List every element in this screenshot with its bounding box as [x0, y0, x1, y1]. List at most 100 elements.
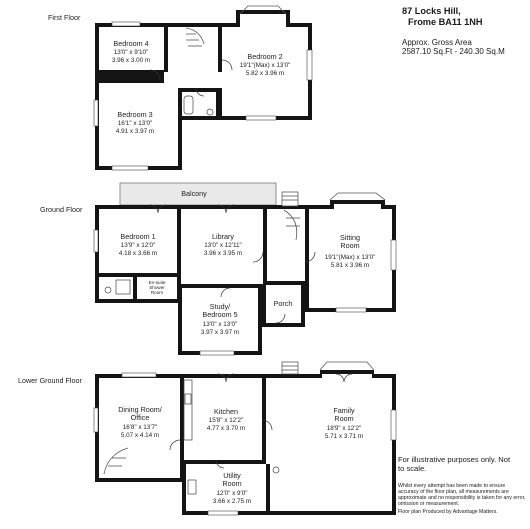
bedroom3-floor	[99, 83, 178, 166]
dining-dims: 16'8" x 13'7"	[123, 424, 158, 431]
bedroom3-window	[93, 99, 99, 127]
bedroom3-dims: 16'1" x 13'0"	[118, 120, 153, 127]
utility-sink	[187, 479, 197, 495]
library-door	[252, 251, 264, 263]
family-room-metric: 5.71 x 3.71 m	[325, 433, 363, 440]
family-room-bay-door	[335, 373, 353, 383]
address-line2: Frome BA11 1NH	[408, 17, 483, 27]
bedroom1-name: Bedroom 1	[120, 232, 155, 241]
first-floor-stairs	[185, 27, 205, 47]
bedroom3-name: Bedroom 3	[117, 110, 152, 119]
dining-metric: 5.07 x 4.14 m	[121, 432, 159, 439]
study-door	[220, 287, 231, 298]
lower-ground-floor-plan: Lower Ground Floor	[18, 361, 397, 516]
bedroom1-floor	[99, 209, 177, 273]
bedroom4-name: Bedroom 4	[113, 39, 148, 48]
bedroom4-dims: 13'0" x 9'10"	[114, 49, 149, 56]
first-floor-label: First Floor	[48, 13, 81, 22]
library-name: Library	[212, 232, 234, 241]
utility-name1: Utility	[223, 471, 241, 480]
study-name1: Study/	[210, 302, 230, 311]
porch-floor	[266, 285, 301, 323]
bedroom1-dims: 13'9" x 12'0"	[121, 242, 156, 249]
first-corridor-floor	[164, 72, 222, 88]
kitchen-hob	[184, 393, 192, 405]
dining-name1: Dining Room/	[118, 405, 162, 414]
utility-metric: 3.66 x 2.75 m	[213, 498, 251, 505]
utility-door	[215, 459, 225, 469]
first-floor-plan: First Floor Bedroom 4 13	[48, 5, 313, 171]
ensuite-line3: Room	[151, 290, 163, 295]
lower-ground-floor-label: Lower Ground Floor	[18, 376, 83, 385]
ensuite-store-floor	[137, 277, 177, 299]
utility-floor	[186, 464, 266, 511]
sitting-room-dims: 19'1"(Max) x 13'0"	[325, 254, 376, 261]
hall-floor	[267, 209, 305, 281]
sitting-room-name2: Room	[340, 241, 359, 250]
family-room-bay-window	[319, 361, 375, 371]
family-window-east	[390, 409, 397, 441]
bedroom2-dims: 19'1"(Max) x 13'0"	[240, 62, 291, 69]
produced-by-note: Floor plan Produced by Advantage Matters…	[398, 509, 498, 515]
bedroom2-floor	[222, 14, 308, 116]
bedroom2-bay-window	[239, 5, 287, 15]
family-room-dims: 18'9" x 12'2"	[327, 425, 362, 432]
dining-floor	[99, 378, 180, 478]
dining-window-north	[121, 372, 157, 378]
address-line1: 87 Locks Hill,	[402, 6, 461, 16]
family-room-name2: Room	[334, 414, 353, 423]
bedroom4-window	[111, 21, 141, 27]
bedroom2-door	[221, 59, 233, 71]
kitchen-worktop	[183, 379, 193, 441]
study-dims: 13'0" x 13'0"	[203, 321, 238, 328]
study-floor	[182, 288, 258, 351]
library-balcony-door	[217, 204, 235, 214]
bedroom4-floor	[99, 27, 164, 70]
sitting-room-floor	[309, 204, 392, 308]
wc-fixture	[272, 466, 280, 474]
ground-floor-plan: Ground Floor Balcony	[40, 182, 397, 356]
bedroom4-door	[149, 69, 161, 81]
ground-floor-stairs	[281, 191, 300, 241]
ensuite-line2: Shower	[149, 285, 165, 290]
kitchen-metric: 4.77 x 3.70 m	[207, 425, 245, 432]
bedroom2-metric: 5.82 x 3.96 m	[246, 70, 284, 77]
bedroom1-balcony-door	[149, 204, 167, 214]
bedroom1-metric: 4.18 x 3.66 m	[119, 250, 157, 257]
bedroom4-metric: 3.96 x 3.00 m	[112, 57, 150, 64]
porch-name: Porch	[274, 299, 293, 308]
bedroom3-window-south	[111, 165, 149, 171]
bedroom2-window	[306, 49, 313, 81]
sitting-room-metric: 5.81 x 3.96 m	[331, 262, 369, 269]
study-metric: 3.97 x 3.97 m	[201, 329, 239, 336]
kitchen-dims: 15'8" x 12'2"	[209, 417, 244, 424]
bedroom2-name: Bedroom 2	[247, 52, 282, 61]
area-title: Approx. Gross Area	[402, 38, 472, 47]
sitting-room-door	[304, 251, 316, 263]
ensuite-shower	[115, 279, 131, 295]
bath-fixture	[183, 95, 194, 115]
sitting-room-bay-window	[329, 192, 386, 201]
basin-fixture	[206, 108, 214, 116]
landing-floor	[168, 27, 218, 79]
family-room-floor	[266, 374, 392, 511]
sitting-window-south	[335, 307, 367, 313]
lower-ground-stairs	[103, 361, 299, 475]
bedroom1-window	[93, 229, 99, 253]
dining-name2: Office	[131, 413, 150, 422]
kitchen-name: Kitchen	[214, 407, 238, 416]
ground-floor-label: Ground Floor	[40, 205, 83, 214]
dining-door	[169, 439, 181, 451]
utility-window	[207, 510, 239, 516]
utility-name2: Room	[222, 479, 241, 488]
area-value: 2587.10 Sq.Ft - 240.30 Sq.M	[402, 47, 505, 56]
bathroom-door	[195, 87, 205, 97]
sitting-window-east	[390, 239, 397, 271]
ensuite-basin	[104, 286, 112, 294]
dining-window-west	[93, 407, 99, 433]
utility-dims: 12'0" x 9'0"	[216, 490, 247, 497]
porch-front-door	[275, 313, 286, 324]
bedroom3-metric: 4.91 x 3.97 m	[116, 128, 154, 135]
bedroom2-window-south	[245, 115, 277, 121]
